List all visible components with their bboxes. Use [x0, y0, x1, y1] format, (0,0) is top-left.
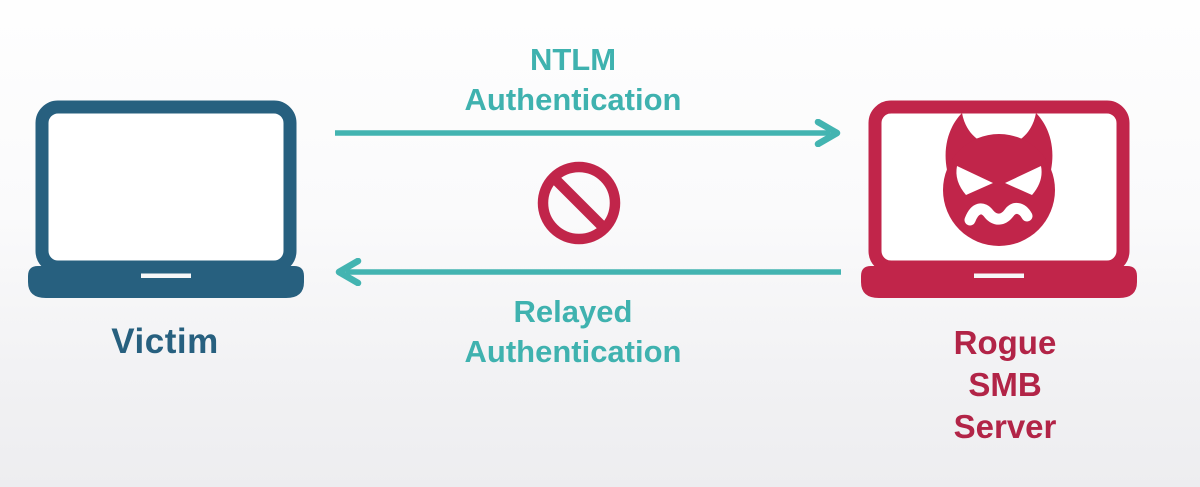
victim-node — [28, 100, 304, 298]
rogue-label-line-2: SMB — [968, 366, 1042, 403]
arrow-left-icon — [335, 257, 841, 287]
ntlm-auth-label-line-1: NTLM — [529, 42, 617, 77]
relayed-auth-label-line-2: Authentication — [464, 334, 682, 369]
ntlm-auth-arrow — [332, 118, 842, 152]
ntlm-auth-label-line-2: Authentication — [464, 82, 682, 117]
relayed-auth-arrow — [334, 257, 844, 291]
relayed-auth-label-line-1: Relayed — [513, 294, 633, 329]
rogue-label-line-3: Server — [953, 408, 1057, 445]
devil-laptop-icon — [861, 100, 1137, 298]
rogue-server-label: Rogue SMB Server — [880, 322, 1130, 448]
laptop-icon — [28, 100, 304, 298]
victim-label: Victim — [111, 322, 219, 361]
devil-face-icon — [943, 113, 1055, 246]
ntlm-auth-label: NTLM Authentication — [363, 40, 783, 120]
rogue-server-node — [861, 100, 1137, 298]
relayed-auth-label: Relayed Authentication — [363, 292, 783, 372]
no-entry-icon — [536, 160, 622, 251]
rogue-label-line-1: Rogue — [953, 324, 1057, 361]
arrow-right-icon — [335, 118, 841, 148]
